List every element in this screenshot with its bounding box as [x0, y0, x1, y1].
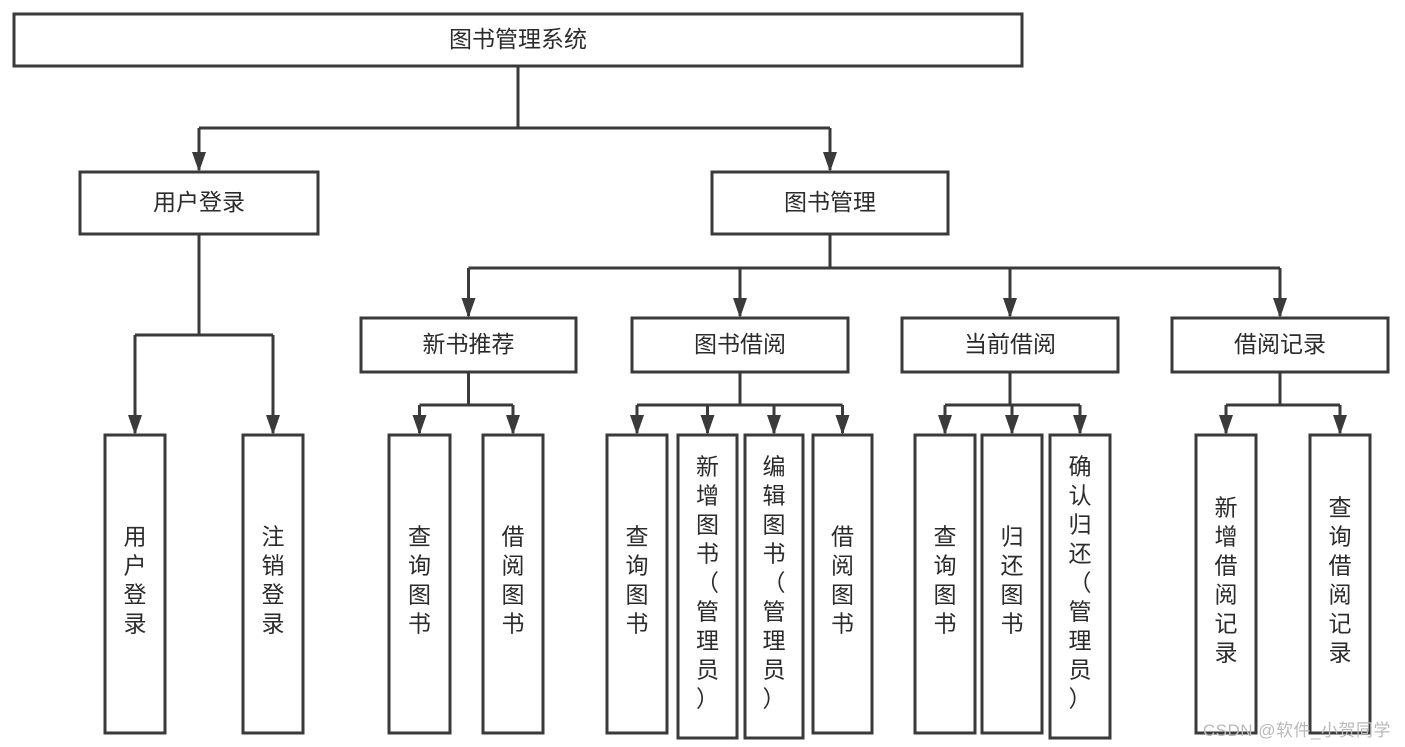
node-box-rect — [676, 433, 739, 740]
node-label: 用户登录 — [124, 524, 147, 637]
node-box-rect — [1170, 316, 1390, 374]
node-box-rect — [630, 316, 850, 374]
node-box-rect — [1194, 433, 1258, 735]
node-label: 用户登录 — [153, 189, 245, 215]
node-user-login-action[interactable]: 用户登录 — [103, 433, 167, 735]
node-query-book-recommend[interactable]: 查询图书 — [387, 433, 452, 735]
node-add-borrow-record[interactable]: 新增借阅记录 — [1194, 433, 1258, 735]
node-query-borrow-record[interactable]: 查询借阅记录 — [1308, 433, 1372, 735]
node-borrow-record[interactable]: 借阅记录 — [1170, 316, 1390, 374]
arrow-head-icon — [461, 298, 476, 318]
node-label: 注销登录 — [262, 524, 285, 637]
node-box-rect — [913, 433, 977, 735]
node-box-rect — [78, 170, 320, 236]
node-box-rect — [743, 433, 805, 740]
node-box-rect — [980, 433, 1044, 735]
node-label: 图书管理系统 — [449, 26, 587, 52]
arrow-head-icon — [1073, 415, 1087, 435]
node-query-book-current[interactable]: 查询图书 — [913, 433, 977, 735]
arrow-head-icon — [1003, 298, 1017, 318]
arrow-head-icon — [767, 415, 781, 435]
node-box-rect — [481, 433, 545, 735]
connector-lines — [128, 66, 1347, 435]
arrow-head-icon — [733, 298, 747, 318]
node-label: 新书推荐 — [423, 331, 515, 357]
node-label: 归还图书 — [1001, 524, 1024, 637]
node-add-book-admin[interactable]: 新增图书（管理员） — [676, 433, 739, 740]
arrow-head-icon — [266, 415, 280, 435]
arrow-head-icon — [938, 415, 952, 435]
node-label: 新增图书（管理员） — [696, 454, 719, 712]
node-label: 图书管理 — [784, 189, 876, 215]
node-label: 确认归还（管理员） — [1069, 454, 1092, 712]
node-new-book-recommend[interactable]: 新书推荐 — [359, 316, 578, 374]
node-box-rect — [605, 433, 669, 735]
node-label: 当前借阅 — [964, 331, 1056, 357]
node-label: 新增借阅记录 — [1215, 495, 1238, 666]
node-book-borrow[interactable]: 图书借阅 — [630, 316, 850, 374]
node-label: 借阅图书 — [502, 524, 525, 637]
arrow-head-icon — [1273, 298, 1287, 318]
node-current-borrow[interactable]: 当前借阅 — [900, 316, 1120, 374]
arrow-head-icon — [1005, 415, 1019, 435]
node-label: 查询图书 — [408, 524, 431, 637]
node-box-rect — [900, 316, 1120, 374]
node-label: 查询图书 — [626, 524, 649, 637]
node-box-rect — [710, 170, 950, 236]
node-undefined[interactable]: 图书管理系统 — [12, 12, 1024, 68]
node-borrow-book-recommend[interactable]: 借阅图书 — [481, 433, 545, 735]
node-user-login[interactable]: 用户登录 — [78, 170, 320, 236]
arrow-head-icon — [700, 415, 715, 435]
node-logout-action[interactable]: 注销登录 — [241, 433, 305, 735]
node-label: 借阅图书 — [831, 524, 854, 637]
arrow-head-icon — [412, 415, 427, 435]
node-edit-book-admin[interactable]: 编辑图书（管理员） — [743, 433, 805, 740]
arrow-head-icon — [835, 415, 850, 435]
watermark-text: CSDN @软件_小贺同学 — [1202, 721, 1391, 740]
node-box-rect — [1048, 433, 1112, 740]
node-box-rect — [1308, 433, 1372, 735]
arrow-head-icon — [192, 152, 206, 172]
node-return-book[interactable]: 归还图书 — [980, 433, 1044, 735]
node-box-rect — [241, 433, 305, 735]
arrow-head-icon — [1219, 415, 1233, 435]
node-confirm-return-admin[interactable]: 确认归还（管理员） — [1048, 433, 1112, 740]
node-boxes: 图书管理系统用户登录图书管理新书推荐图书借阅当前借阅借阅记录用户登录注销登录查询… — [12, 12, 1390, 740]
node-label: 借阅记录 — [1234, 331, 1326, 357]
node-book-management[interactable]: 图书管理 — [710, 170, 950, 236]
arrow-head-icon — [128, 415, 142, 435]
node-label: 查询借阅记录 — [1329, 495, 1352, 666]
arrow-head-icon — [1333, 415, 1347, 435]
node-label: 编辑图书（管理员） — [763, 454, 786, 712]
node-label: 查询图书 — [934, 524, 957, 637]
node-label: 图书借阅 — [694, 331, 786, 357]
arrow-head-icon — [506, 415, 520, 435]
node-box-rect — [103, 433, 167, 735]
node-box-rect — [387, 433, 452, 735]
node-box-rect — [359, 316, 578, 374]
node-box-rect — [811, 433, 874, 735]
arrow-head-icon — [630, 415, 644, 435]
node-borrow-book-action[interactable]: 借阅图书 — [811, 433, 874, 735]
node-box-rect — [12, 12, 1024, 68]
arrow-head-icon — [823, 152, 837, 172]
node-query-book-borrow[interactable]: 查询图书 — [605, 433, 669, 735]
